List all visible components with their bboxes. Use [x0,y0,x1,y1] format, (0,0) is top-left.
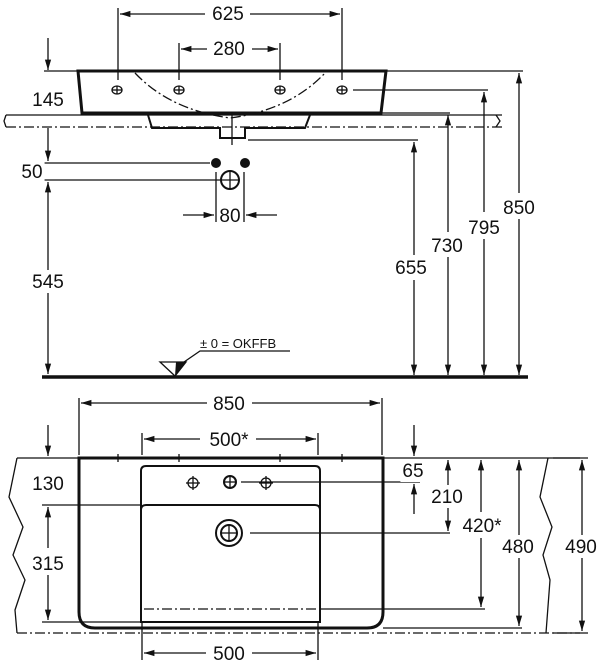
dim-h-waste: 655 [395,258,427,279]
top-view: 850 500* 500 130 315 65 210 42 [8,394,599,663]
label-background [563,537,599,558]
drain-icon [215,519,450,547]
label-background [501,198,537,219]
dim-overall-depth: 480 [502,537,534,558]
basin-top-profile [77,454,385,630]
dim-basin-width-bottom: 500 [213,644,245,663]
side-view: 625 280 145 50 80 545 ± 0 = OKFFB [3,4,537,379]
tap-holes-top [186,475,420,490]
floor-level-symbol: ± 0 = OKFFB [158,336,290,377]
tap-holes-side [111,85,348,95]
dim-rim-depth: 130 [32,474,64,495]
tap-hole-icon [186,476,200,490]
dim-waste-spacing: 80 [219,206,240,227]
waste-outlet [211,158,250,222]
label-background [30,90,66,111]
dim-basin-depth: 420* [462,516,502,537]
label-background [429,236,465,257]
label-background [207,430,252,451]
label-background [217,206,243,227]
dim-waste-offset: 50 [21,162,42,183]
tap-hole-icon [111,85,123,95]
tap-hole-icon [173,85,185,95]
dim-overall-width: 850 [213,394,245,415]
dim-waste-position: 210 [431,487,463,508]
mixer-tap-hole-icon [223,475,237,489]
label-background [211,394,247,415]
label-background [429,487,465,508]
countertop-top [8,457,580,634]
label-background [210,4,246,25]
dim-h-counter: 730 [431,236,463,257]
dim-inner-tap-holes: 280 [213,39,245,60]
dim-rim-thickness: 145 [32,90,64,111]
label-background [30,272,66,293]
label-background [30,554,66,575]
tap-hole-icon [336,85,348,95]
label-background [393,258,429,279]
dim-outer-tap-holes: 625 [212,4,244,25]
tap-hole-icon [259,476,273,490]
label-background [211,39,247,60]
floor-reference-label: ± 0 = OKFFB [200,336,276,351]
label-background [460,516,505,537]
label-background [211,644,247,663]
label-background [30,474,66,495]
dim-bowl-depth: 315 [32,554,64,575]
tap-hole-icon [274,85,286,95]
dim-h-top: 850 [503,198,535,219]
label-background [500,537,536,558]
countertop-side [3,114,502,128]
dim-counter-depth: 490 [565,537,597,558]
basin-side-profile [76,69,388,145]
dim-basin-width-top: 500* [209,430,249,451]
dim-tap-offset: 65 [402,461,423,482]
dim-h-tap: 795 [468,218,500,239]
label-background [400,461,426,482]
label-background [19,162,45,183]
dim-waste-height: 545 [32,272,64,293]
label-background [466,218,502,239]
